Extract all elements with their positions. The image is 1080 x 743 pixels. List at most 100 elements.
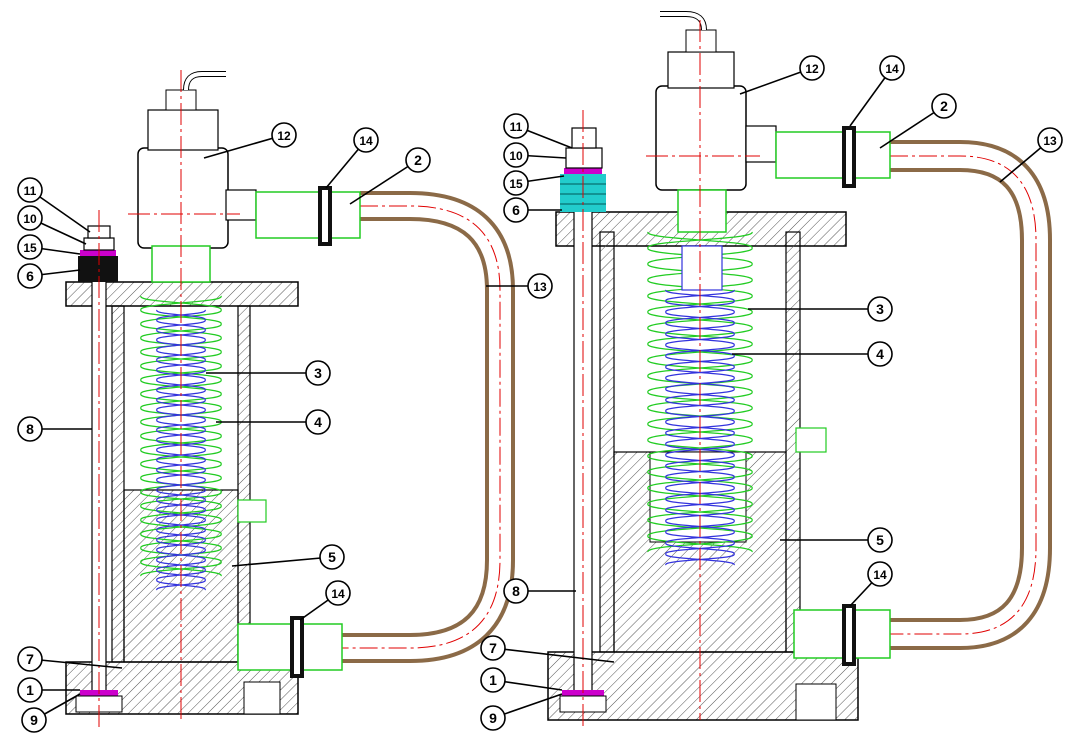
callout-left-view-inner-spring: 4 bbox=[216, 409, 331, 435]
callout-number: 11 bbox=[510, 120, 523, 134]
valve bbox=[655, 85, 747, 191]
callout-circle bbox=[867, 296, 893, 322]
cylinder-wall-left bbox=[599, 231, 615, 653]
callout-left-view-clamp-lower: 14 bbox=[299, 580, 351, 621]
callout-number: 5 bbox=[328, 549, 336, 565]
callout-circle bbox=[319, 544, 345, 570]
callout-circle bbox=[305, 409, 331, 435]
callout-circle bbox=[325, 580, 351, 606]
nut bbox=[565, 147, 603, 169]
callout-left-view-clamp: 14 bbox=[325, 127, 379, 189]
callout-number: 2 bbox=[414, 152, 422, 168]
callout-circle bbox=[17, 677, 43, 703]
rod-head bbox=[571, 127, 597, 149]
callout-number: 6 bbox=[26, 268, 34, 284]
callout-number: 13 bbox=[1043, 134, 1057, 148]
callout-circle bbox=[271, 122, 297, 148]
callout-circle bbox=[17, 205, 43, 231]
callout-left-view-washer: 1 bbox=[17, 677, 80, 703]
callout-circle bbox=[17, 646, 43, 672]
callout-number: 8 bbox=[26, 421, 34, 437]
callout-left-view-rod-head: 11 bbox=[17, 177, 91, 233]
callout-number: 10 bbox=[23, 212, 37, 226]
callout-number: 7 bbox=[489, 640, 497, 656]
callout-right-view-outer-spring: 3 bbox=[748, 296, 893, 322]
callout-number: 13 bbox=[533, 280, 547, 294]
callout-number: 2 bbox=[940, 98, 948, 114]
callout-circle bbox=[21, 707, 47, 733]
callout-circle bbox=[305, 360, 331, 386]
leader-line bbox=[203, 134, 285, 159]
callout-right-view-clamp-lower: 14 bbox=[849, 561, 893, 607]
callout-circle bbox=[17, 177, 43, 203]
callout-circle bbox=[867, 561, 893, 587]
callout-right-view-seal-ring: 15 bbox=[503, 170, 565, 196]
right-view bbox=[547, 11, 1052, 730]
callout-right-view-bottom-seal: 9 bbox=[480, 693, 563, 731]
callout-number: 3 bbox=[314, 365, 322, 381]
leader-line bbox=[231, 556, 333, 567]
callout-right-view-fitting: 2 bbox=[879, 93, 957, 149]
callout-circle bbox=[503, 113, 529, 139]
callout-circle bbox=[17, 416, 43, 442]
callouts: 1234567891011121314151234567891011121314… bbox=[17, 55, 1063, 733]
callout-right-view-stop-block: 6 bbox=[503, 197, 562, 223]
callout-number: 1 bbox=[26, 682, 34, 698]
hose bbox=[340, 191, 515, 663]
callout-left-view-seal-ring: 15 bbox=[17, 234, 81, 260]
callout-circle bbox=[17, 263, 43, 289]
callout-number: 1 bbox=[489, 672, 497, 688]
callout-left-view-piston: 5 bbox=[231, 544, 345, 570]
callout-circle bbox=[480, 635, 506, 661]
callout-left-view-stop-block: 6 bbox=[17, 263, 81, 289]
callout-right-view-rod-head: 11 bbox=[503, 113, 573, 149]
callout-number: 3 bbox=[876, 301, 884, 317]
callout-circle bbox=[405, 147, 431, 173]
callout-right-view-clamp: 14 bbox=[849, 55, 905, 127]
callout-number: 6 bbox=[512, 202, 520, 218]
callout-number: 15 bbox=[509, 177, 523, 191]
callout-left-view-fitting: 2 bbox=[349, 147, 431, 205]
callout-circle bbox=[799, 55, 825, 81]
callout-number: 5 bbox=[876, 532, 884, 548]
callout-number: 7 bbox=[26, 651, 34, 667]
callout-circle bbox=[503, 170, 529, 196]
callout-number: 14 bbox=[359, 134, 373, 148]
callout-right-view-valve: 12 bbox=[739, 55, 825, 95]
leader-line bbox=[492, 647, 615, 663]
callout-right-view-piston: 5 bbox=[780, 527, 893, 553]
cylinder-wall-left bbox=[111, 305, 125, 663]
cylinder-wall-right bbox=[237, 305, 251, 663]
hose bbox=[880, 140, 1052, 650]
left-view bbox=[65, 70, 515, 730]
callout-number: 9 bbox=[489, 710, 497, 726]
callout-number: 15 bbox=[23, 241, 37, 255]
callout-left-view-valve: 12 bbox=[203, 122, 297, 159]
callout-number: 12 bbox=[277, 129, 291, 143]
callout-circle bbox=[879, 55, 905, 81]
callout-circle bbox=[480, 667, 506, 693]
callout-left-view-rod-seat: 7 bbox=[17, 646, 123, 672]
callout-left-view-hose: 13 bbox=[486, 273, 553, 299]
callout-circle bbox=[353, 127, 379, 153]
callout-right-view-nut: 10 bbox=[503, 142, 567, 168]
callout-right-view-rod-seat: 7 bbox=[480, 635, 615, 663]
callout-circle bbox=[480, 705, 506, 731]
callout-circle bbox=[503, 142, 529, 168]
callout-right-view-inner-spring: 4 bbox=[732, 341, 893, 367]
callout-circle bbox=[867, 527, 893, 553]
callout-number: 14 bbox=[885, 62, 899, 76]
callout-number: 4 bbox=[876, 346, 884, 362]
callout-left-view-outer-spring: 3 bbox=[206, 360, 331, 386]
callout-number: 12 bbox=[805, 62, 819, 76]
callout-left-view-guide-rod: 8 bbox=[17, 416, 92, 442]
callout-left-view-nut: 10 bbox=[17, 205, 87, 245]
stop-block bbox=[78, 256, 118, 282]
callout-circle bbox=[1037, 127, 1063, 153]
callout-number: 10 bbox=[509, 149, 523, 163]
callout-circle bbox=[503, 578, 529, 604]
callout-number: 14 bbox=[873, 568, 887, 582]
callout-circle bbox=[17, 234, 43, 260]
